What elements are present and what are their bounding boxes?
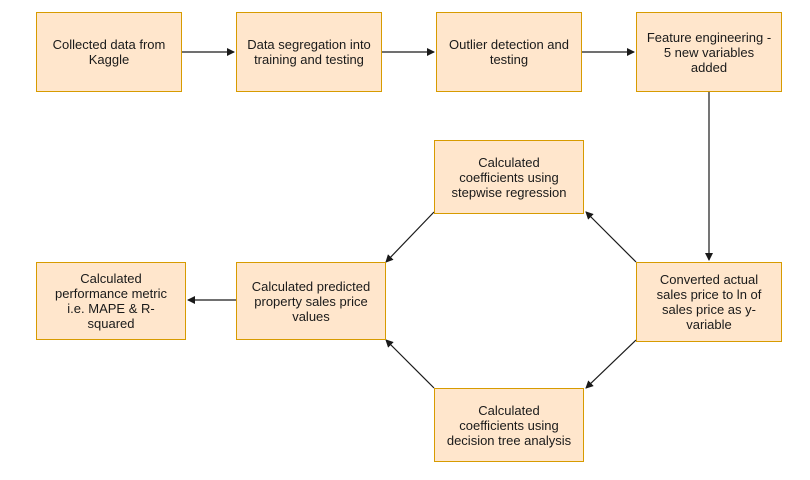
node-collected-data: Collected data from Kaggle [36,12,182,92]
node-text-line: sales price as y- [662,302,756,317]
node-text-line: variable [686,317,732,332]
node-text-line: Calculated [478,154,540,170]
node-text-line: Calculated [478,402,540,418]
node-text-line: Outlier detection and [449,37,569,52]
node-feature-engineering: Feature engineering - 5 new variables ad… [636,12,782,92]
node-text-line: stepwise regression [451,184,567,200]
arrow-converted-to-stepwise [585,211,637,263]
node-decision-tree: Calculated coefficients using decision t… [434,388,584,462]
node-text-line: coefficients using [459,417,559,433]
node-text-line: Converted actual [659,272,759,287]
node-text-line: testing [489,52,529,67]
node-outlier-detection: Outlier detection and testing [436,12,582,92]
node-text-line: added [690,59,728,75]
arrow-converted-to-decision [585,339,637,389]
node-text-line: i.e. MAPE & R- [67,301,155,316]
node-text-line: Kaggle [88,52,130,67]
node-text-line: Calculated predicted [251,278,371,294]
node-text-line: property sales price [254,293,368,309]
node-text-line: 5 new variables [663,44,755,60]
node-text-line: values [292,308,330,324]
node-performance-metric: Calculated performance metric i.e. MAPE … [36,262,186,340]
node-text-line: Data segregation into [247,37,371,52]
node-text-line: coefficients using [459,169,559,185]
node-text-line: sales price to ln of [656,287,762,302]
node-text-line: decision tree analysis [446,432,572,448]
node-converted-sales-price: Converted actual sales price to ln of sa… [636,262,782,342]
node-data-segregation: Data segregation into training and testi… [236,12,382,92]
node-text-line: performance metric [55,286,167,301]
node-text-line: Calculated [80,271,142,286]
node-text-line: Feature engineering - [646,29,772,45]
node-text-line: squared [87,316,135,331]
arrow-stepwise-to-predicted [385,211,435,263]
arrow-decision-to-predicted [385,339,435,389]
node-text-line: Collected data from [52,37,166,52]
node-text-line: training and testing [254,52,364,67]
node-stepwise-regression: Calculated coefficients using stepwise r… [434,140,584,214]
node-predicted-price: Calculated predicted property sales pric… [236,262,386,340]
